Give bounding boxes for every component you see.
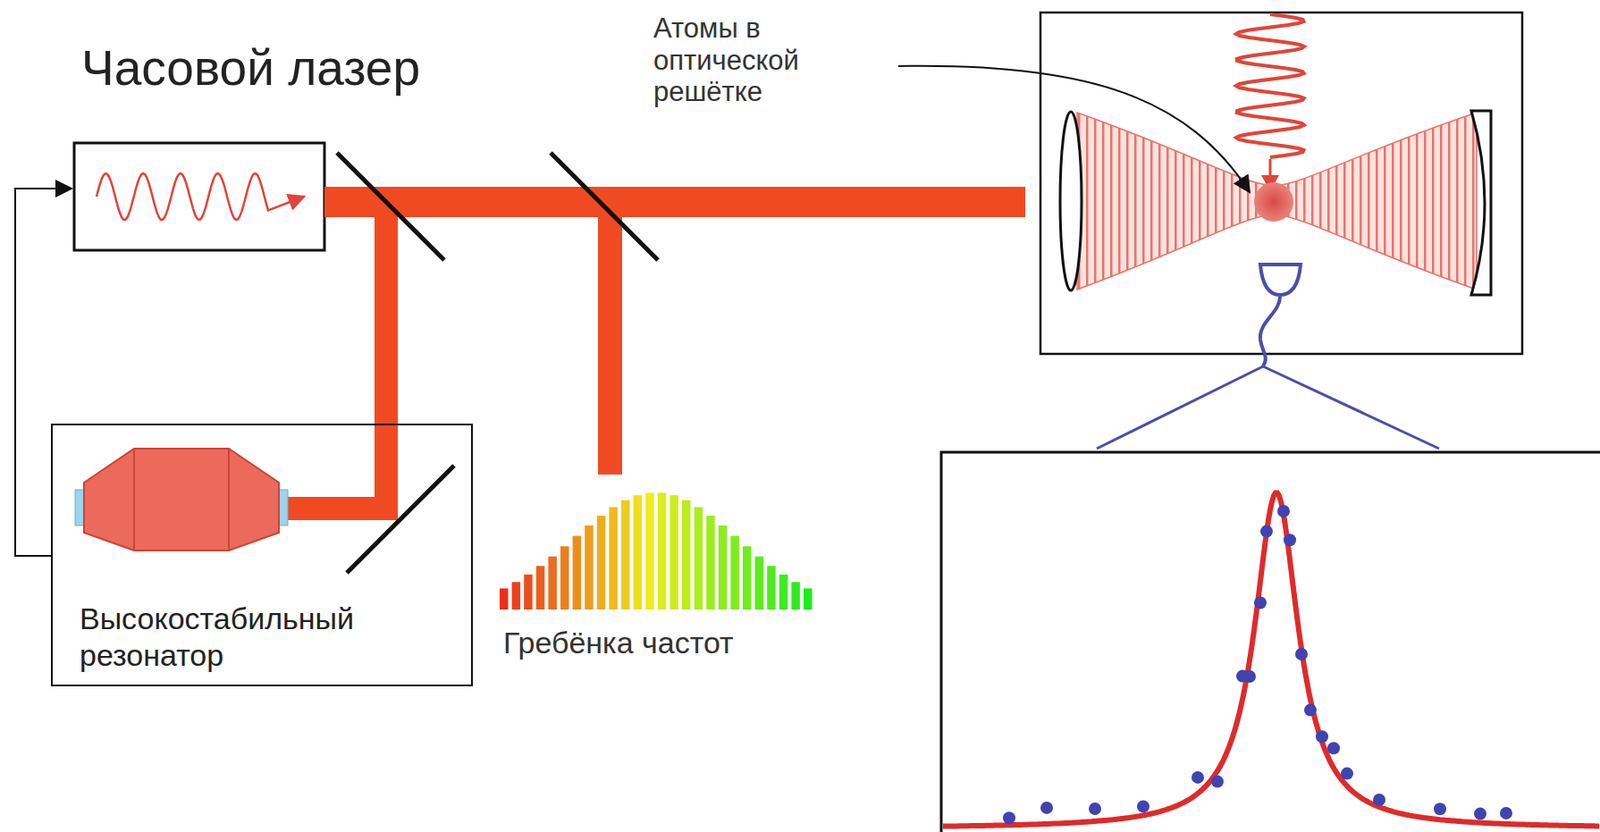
chamber-box [1040,12,1523,354]
beam [374,202,398,521]
detector-wire [1260,296,1280,367]
leader-line [898,66,1250,193]
detector [1260,264,1301,295]
laser-box [74,143,325,251]
graph-box [941,452,1600,832]
mirror [336,152,445,261]
beam [597,202,623,475]
resonator-cylinder [75,448,288,551]
zoom-line [1263,366,1440,449]
frequency-comb [499,492,813,610]
node-label: Высокостабильный резонатор [79,600,286,674]
feedback-line [15,188,72,556]
main-beam [324,186,1026,218]
lens [1060,111,1082,291]
data-points [1002,505,1513,825]
resonator-box: Высокостабильный резонатор [50,423,473,687]
mirror [346,465,455,573]
laser-wave [96,173,304,220]
curved-mirror [1471,110,1491,295]
zoom-line [1096,366,1264,449]
title: Часовой лазер [81,39,421,97]
resonance-curve [943,492,1600,826]
comb-label: Гребёнка частот [503,625,826,661]
atom-cloud [1254,182,1294,222]
probe-light [1236,14,1305,158]
beam [284,496,398,521]
atoms-label: Атомы в оптической решётке [653,12,886,109]
mirror [550,152,658,261]
